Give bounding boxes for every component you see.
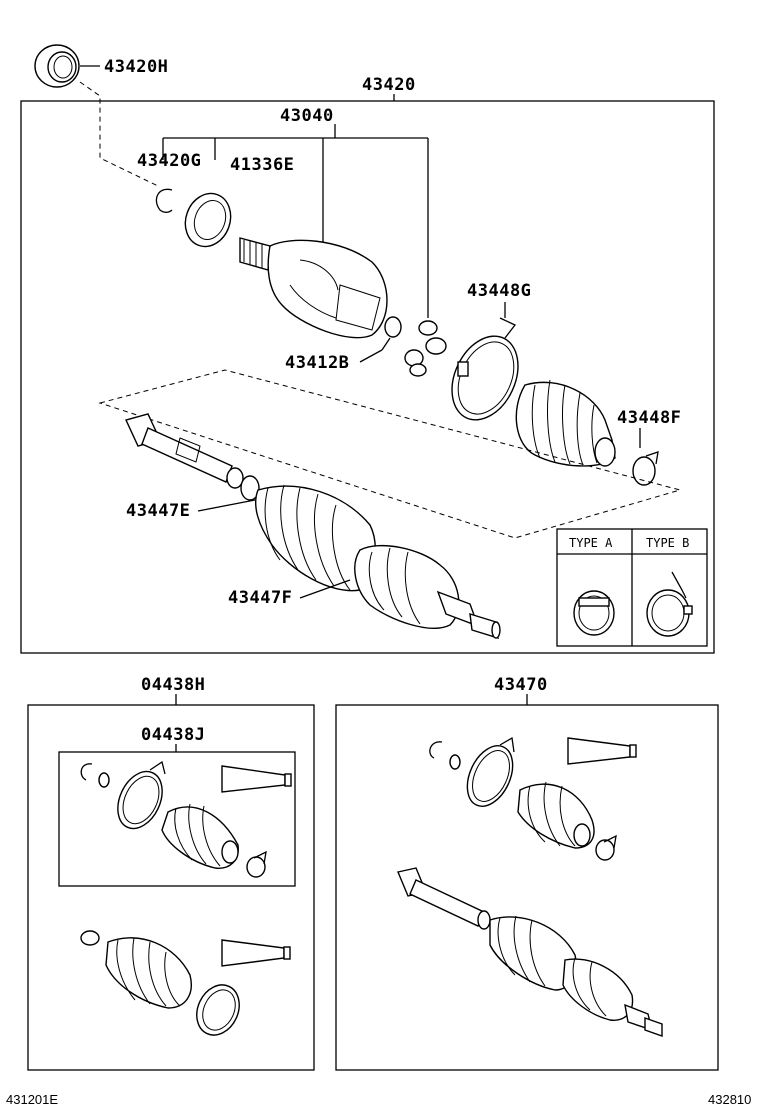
inner-joint bbox=[354, 544, 501, 639]
label-43470: 43470 bbox=[494, 675, 548, 695]
frame-04438H bbox=[27, 704, 315, 1071]
label-41336E: 41336E bbox=[230, 155, 294, 175]
clamp-43448G bbox=[451, 317, 519, 421]
label-43420H: 43420H bbox=[104, 57, 168, 77]
label-43040: 43040 bbox=[280, 106, 334, 126]
clamp-type-a-icon bbox=[573, 590, 615, 636]
bearing-43420H bbox=[34, 44, 80, 88]
assembly-43470-parts bbox=[397, 736, 663, 1037]
seal-41336E bbox=[184, 192, 232, 248]
snap-ring-43420G bbox=[155, 188, 173, 213]
footer-right-code: 432810 bbox=[708, 1092, 751, 1107]
label-43420G: 43420G bbox=[137, 151, 201, 171]
frame-43470 bbox=[335, 704, 719, 1071]
label-43420: 43420 bbox=[362, 75, 416, 95]
outer-joint-housing bbox=[239, 237, 388, 339]
label-43447F: 43447F bbox=[228, 588, 292, 608]
frame-43420 bbox=[20, 100, 715, 654]
clamp-type-b-icon bbox=[646, 571, 693, 637]
drive-shaft bbox=[125, 413, 260, 501]
type-a-label: TYPE A bbox=[569, 536, 613, 550]
boot-outer bbox=[515, 379, 616, 467]
clamp-43448F bbox=[632, 451, 659, 486]
type-box bbox=[556, 528, 708, 647]
frame-04438J bbox=[58, 751, 296, 887]
kit-04438J-parts bbox=[80, 760, 292, 878]
kit-04438H-parts bbox=[80, 930, 291, 1036]
footer-left-code: 431201E bbox=[6, 1092, 58, 1107]
label-43447E: 43447E bbox=[126, 501, 190, 521]
ring-43412B bbox=[384, 316, 402, 338]
label-04438H: 04438H bbox=[141, 675, 205, 695]
dashed-link-43420H bbox=[79, 81, 159, 187]
label-43448F: 43448F bbox=[617, 408, 681, 428]
label-43448G: 43448G bbox=[467, 281, 531, 301]
label-04438J: 04438J bbox=[141, 725, 205, 745]
tripod-joint bbox=[404, 320, 447, 377]
label-43412B: 43412B bbox=[285, 353, 349, 373]
type-b-label: TYPE B bbox=[646, 536, 689, 550]
